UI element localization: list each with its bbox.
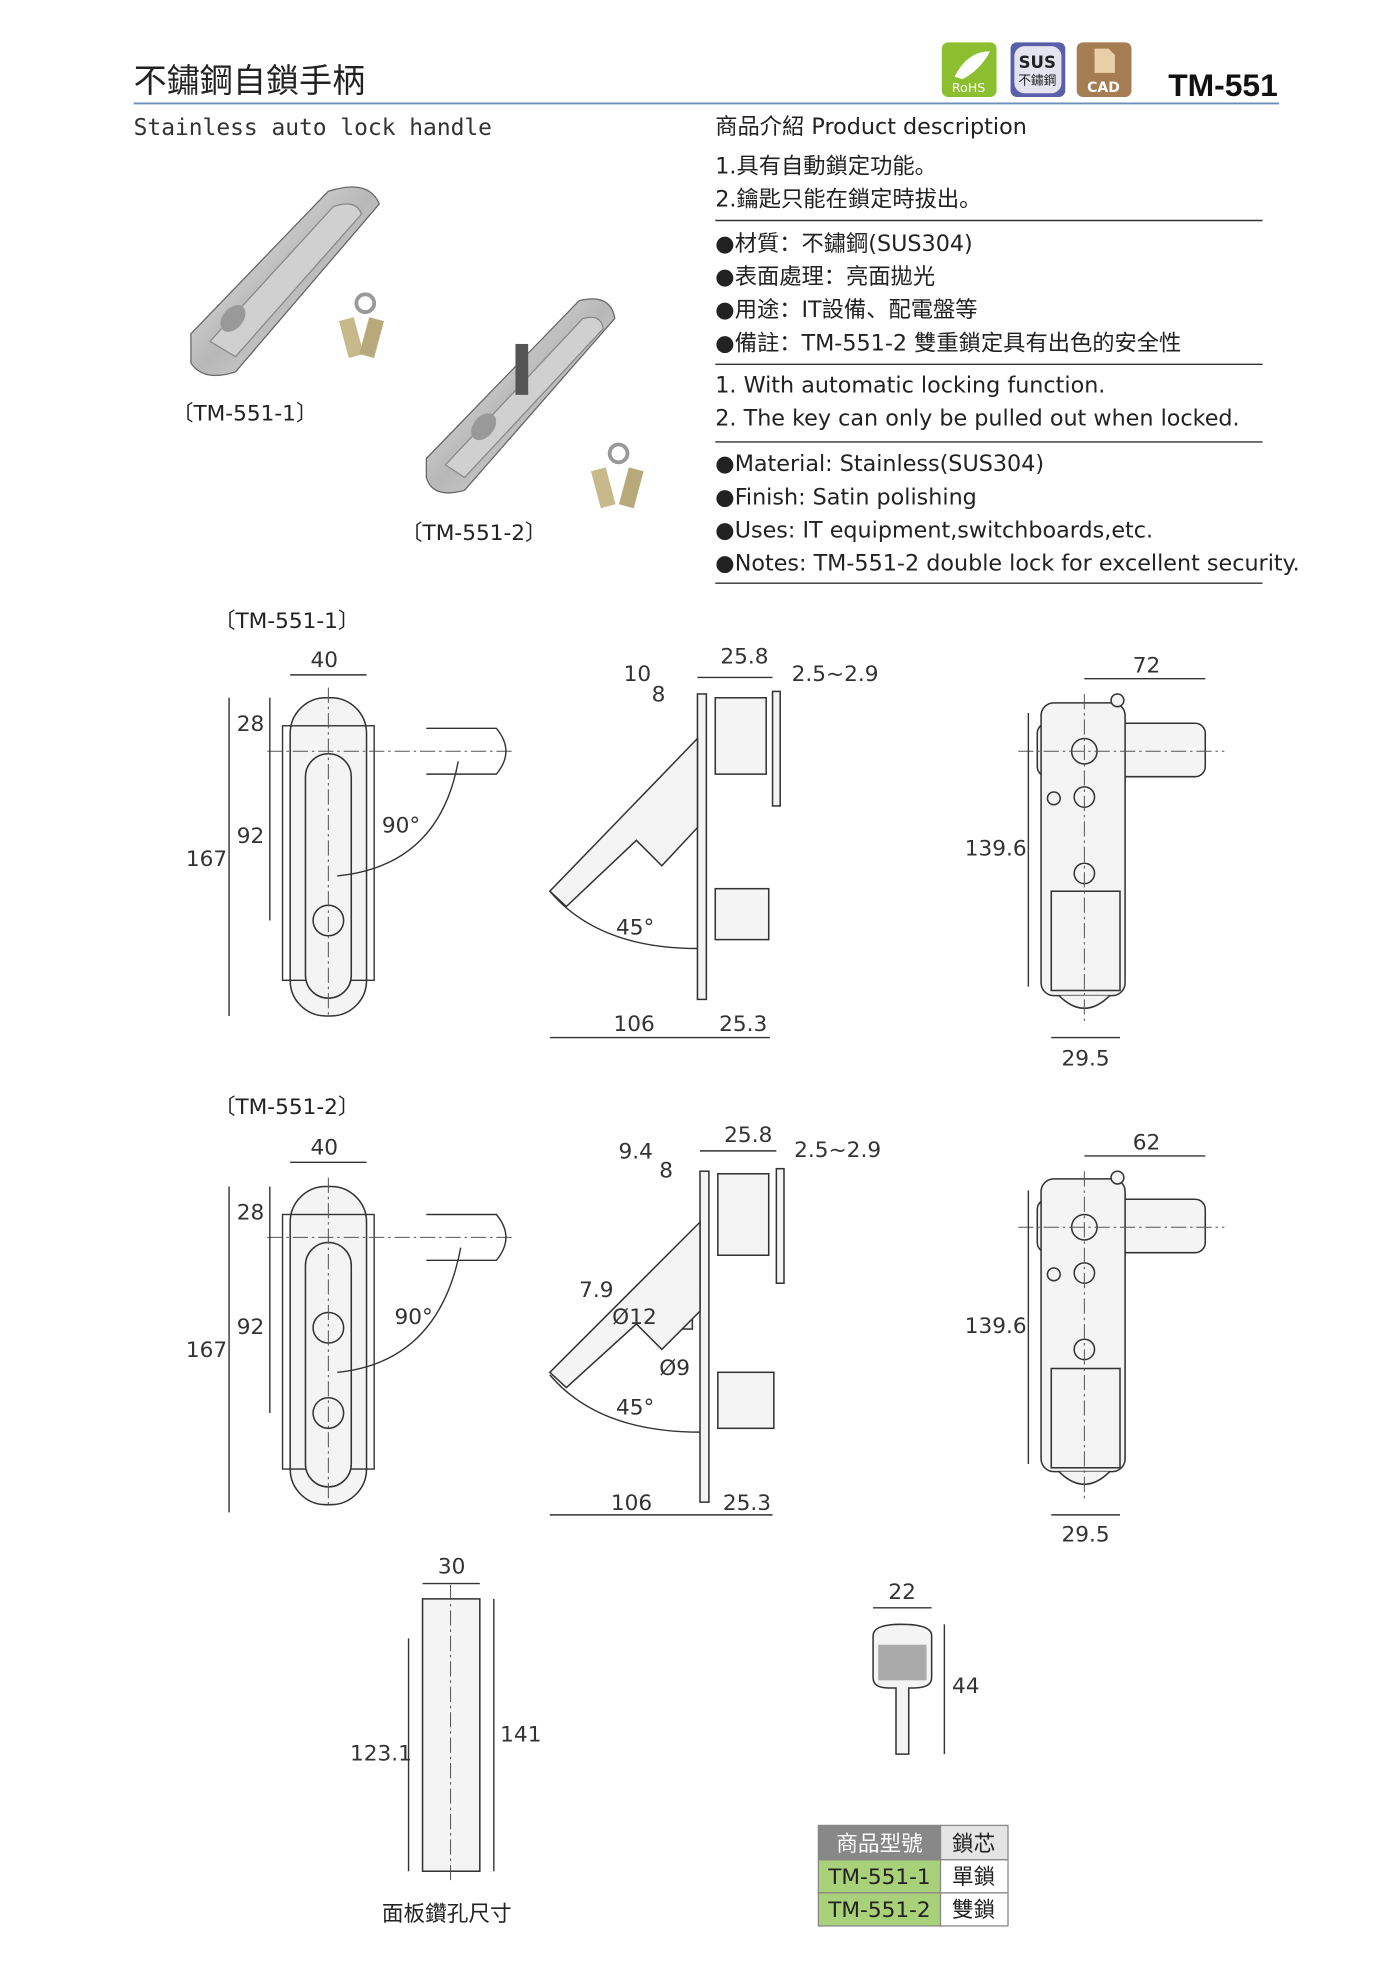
dim-base-width: 29.5: [1061, 1523, 1109, 1548]
table-header: 鎖芯: [952, 1832, 995, 1857]
spec-zh: ●用途：IT設備、配電盤等: [715, 297, 977, 323]
dim-a: 9.4: [619, 1140, 653, 1165]
technical-drawing-tm-551-1: 〔TM-551-1〕 40 28 92 167 90°: [186, 609, 1225, 1072]
spec-en: ●Uses: IT equipment,switchboards,etc.: [715, 517, 1153, 543]
dim-angle: 45°: [616, 1395, 654, 1420]
dim-f: 25.3: [723, 1491, 771, 1516]
dim-width: 72: [1133, 653, 1161, 678]
spec-en: ●Material: Stainless(SUS304): [715, 451, 1044, 477]
key-icon: [590, 442, 644, 509]
spec-en: ●Notes: TM-551-2 double lock for excelle…: [715, 551, 1299, 577]
feature-en: 2. The key can only be pulled out when l…: [715, 405, 1239, 431]
cad-text: CAD: [1087, 80, 1120, 96]
dim-height-1: 123.1: [350, 1742, 412, 1767]
title-zh: 不鏽鋼自鎖手柄: [134, 61, 366, 100]
dim-angle: 45°: [616, 916, 654, 941]
key-icon: [338, 292, 384, 359]
sus-zh-text: 不鏽鋼: [1018, 72, 1056, 87]
dim-b: 8: [659, 1159, 673, 1184]
dim-total: 167: [186, 847, 227, 872]
dim-mid: 92: [237, 1315, 265, 1340]
feature-zh: 1.具有自動鎖定功能。: [715, 153, 937, 179]
rohs-badge: RoHS: [941, 42, 997, 98]
dim-b: 8: [652, 683, 666, 708]
dim-height: 44: [952, 1674, 980, 1699]
dim-base-width: 29.5: [1061, 1047, 1109, 1072]
dim-a: 10: [624, 662, 652, 687]
dim-e: 106: [613, 1012, 654, 1037]
panel-cutout-drawing: 30 123.1 141 面板鑽孔尺寸: [350, 1554, 541, 1926]
spec-zh: ●備註：TM-551-2 雙重鎖定具有出色的安全性: [715, 330, 1181, 356]
sus-text: SUS: [1019, 53, 1056, 72]
front-view: 40 28 92 167 90°: [186, 648, 516, 1019]
rohs-text: RoHS: [952, 80, 986, 95]
dim-c: 25.8: [724, 1123, 772, 1148]
table-cell: TM-551-1: [827, 1865, 931, 1890]
description-heading: 商品介紹 Product description: [715, 114, 1027, 140]
spec-zh: ●表面處理：亮面拋光: [715, 264, 935, 290]
product-photo-tm-551-2: [425, 298, 644, 509]
dim-h: Ø12: [612, 1305, 657, 1330]
technical-drawing-tm-551-2: 〔TM-551-2〕 40 28 92 167 90°: [186, 1095, 1225, 1548]
sus-badge: SUS 不鏽鋼: [1010, 42, 1066, 98]
photo-label: 〔TM-551-2〕: [401, 521, 547, 546]
leaf-icon: [954, 51, 991, 80]
dim-c: 25.8: [720, 644, 768, 669]
dim-i: Ø9: [659, 1356, 690, 1381]
dim-height: 139.6: [965, 837, 1027, 862]
dim-width: 40: [311, 1136, 339, 1161]
dim-f: 25.3: [719, 1012, 767, 1037]
cad-badge: CAD: [1076, 42, 1132, 98]
dim-width: 30: [438, 1554, 466, 1579]
dim-mid: 92: [237, 824, 265, 849]
cutout-caption: 面板鑽孔尺寸: [382, 1902, 512, 1927]
spec-en: ●Finish: Satin polishing: [715, 484, 977, 510]
dim-angle: 90°: [395, 1305, 433, 1330]
side-view: 9.4 8 25.8 2.5~2.9 7.9 Ø12 Ø9 45° 106 25…: [548, 1123, 881, 1516]
dim-top: 28: [237, 1201, 265, 1226]
front-view: 40 28 92 167 90°: [186, 1136, 516, 1513]
key-drawing: 22 44: [872, 1580, 980, 1755]
table-cell: 雙鎖: [952, 1898, 995, 1923]
dim-d: 2.5~2.9: [794, 1138, 881, 1163]
model-table: 商品型號 鎖芯 TM-551-1 單鎖 TM-551-2 雙鎖: [817, 1824, 1009, 1927]
model-number: TM-551: [1168, 67, 1278, 103]
dim-angle: 90°: [382, 814, 420, 839]
product-photo-tm-551-1: [190, 186, 384, 377]
drawing-label: 〔TM-551-1〕: [214, 609, 360, 634]
table-cell: TM-551-2: [827, 1898, 931, 1923]
side-view: 10 8 25.8 2.5~2.9 45° 106 25.3: [548, 644, 879, 1039]
spec-zh: ●材質：不鏽鋼(SUS304): [715, 231, 972, 257]
dim-d: 2.5~2.9: [792, 662, 879, 687]
file-icon: [1094, 48, 1115, 73]
drawing-label: 〔TM-551-2〕: [214, 1095, 360, 1120]
product-description: 商品介紹 Product description 1.具有自動鎖定功能。 2.鑰…: [715, 114, 1300, 584]
dim-e: 106: [611, 1491, 652, 1516]
table-header: 商品型號: [836, 1832, 923, 1857]
dim-g: 7.9: [579, 1278, 613, 1303]
dim-width: 62: [1133, 1131, 1161, 1156]
table-cell: 單鎖: [952, 1865, 995, 1890]
dim-height: 139.6: [965, 1314, 1027, 1339]
title-en: Stainless auto lock handle: [134, 115, 492, 141]
dim-total: 167: [186, 1338, 227, 1363]
photo-label: 〔TM-551-1〕: [172, 401, 318, 426]
dim-width: 40: [311, 648, 339, 673]
feature-zh: 2.鑰匙只能在鎖定時拔出。: [715, 187, 981, 213]
rear-view: 72 139.6 29.5: [965, 653, 1225, 1072]
dim-width: 22: [888, 1580, 916, 1605]
dim-height-2: 141: [500, 1722, 541, 1747]
rear-view: 62 139.6 29.5: [965, 1131, 1225, 1548]
feature-en: 1. With automatic locking function.: [715, 372, 1105, 398]
dim-top: 28: [237, 712, 265, 737]
